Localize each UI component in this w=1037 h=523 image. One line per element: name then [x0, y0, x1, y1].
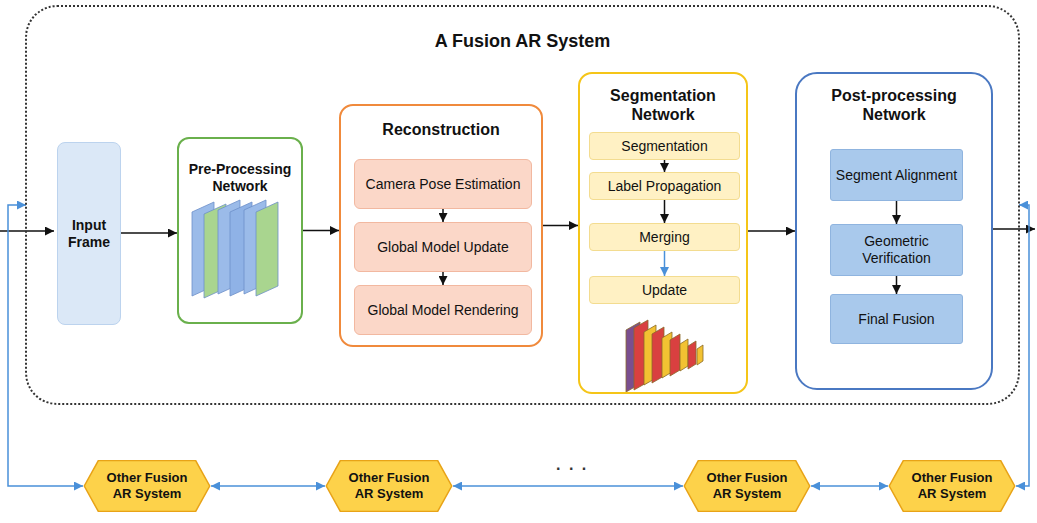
flow-arrow — [1016, 205, 1029, 486]
group-heading: Post-processing Network — [801, 86, 987, 124]
process-box: Merging — [589, 223, 740, 251]
network-box: Segmentation NetworkSegmentationLabel Pr… — [578, 72, 748, 394]
node-label: Global Model Rendering — [368, 302, 519, 319]
node-label: Merging — [639, 229, 690, 246]
flow-arrow — [664, 251, 666, 276]
layer-stack — [192, 200, 278, 298]
system-hexagon: Other Fusion AR System — [83, 460, 211, 512]
node-label: Camera Pose Estimation — [366, 176, 521, 193]
flow-arrow — [303, 230, 339, 232]
node-label: Final Fusion — [858, 311, 934, 328]
group-heading: Segmentation Network — [584, 86, 742, 124]
node-label: Other Fusion AR System — [99, 470, 195, 501]
group-heading: Reconstruction — [345, 120, 537, 139]
system-hexagon: Other Fusion AR System — [325, 460, 453, 512]
flow-arrow — [453, 485, 683, 487]
process-box: Final Fusion — [830, 294, 963, 344]
group-heading: A Fusion AR System — [31, 31, 1014, 53]
system-hexagon: Other Fusion AR System — [683, 460, 811, 512]
process-box: Global Model Update — [354, 222, 532, 272]
flow-arrow — [664, 160, 666, 172]
node-label: Other Fusion AR System — [341, 470, 437, 501]
network-box: Post-processing NetworkSegment Alignment… — [795, 72, 993, 390]
flow-arrow — [543, 225, 578, 227]
system-frame: A Fusion AR SystemInput Frame Pre-Process… — [25, 5, 1020, 405]
stage-box: ReconstructionCamera Pose EstimationGlob… — [339, 104, 543, 347]
node-label: Update — [642, 282, 687, 299]
node-label: Other Fusion AR System — [699, 470, 795, 501]
flow-arrow — [896, 201, 898, 224]
flow-arrow — [121, 232, 177, 234]
node-label: Other Fusion AR System — [904, 470, 1000, 501]
cnn-stack — [626, 320, 703, 392]
flow-arrow — [442, 209, 444, 222]
flow-arrow — [211, 485, 325, 487]
process-box: Segmentation — [589, 132, 740, 160]
process-box: Global Model Rendering — [354, 285, 532, 335]
flow-arrow — [664, 200, 666, 223]
process-box: Geometric Verification — [830, 224, 963, 276]
input-box: Input Frame — [57, 142, 121, 325]
node-label: Label Propagation — [608, 178, 722, 195]
process-box: Label Propagation — [589, 172, 740, 200]
ellipsis-label: . . . — [556, 456, 588, 474]
flow-arrow — [442, 272, 444, 285]
node-label: Global Model Update — [377, 239, 509, 256]
process-box: Update — [589, 276, 740, 304]
system-hexagon: Other Fusion AR System — [888, 460, 1016, 512]
flow-arrow — [896, 276, 898, 294]
group-heading: Pre-Processing Network — [183, 161, 297, 195]
flow-arrow — [811, 485, 888, 487]
node-label: Segment Alignment — [836, 167, 957, 184]
flow-arrow — [748, 230, 795, 232]
network-box: Pre-Processing Network — [177, 137, 303, 324]
node-label: Input Frame — [62, 217, 116, 251]
process-box: Camera Pose Estimation — [354, 159, 532, 209]
node-label: Geometric Verification — [835, 233, 958, 267]
node-label: Segmentation — [621, 138, 707, 155]
process-box: Segment Alignment — [830, 149, 963, 201]
